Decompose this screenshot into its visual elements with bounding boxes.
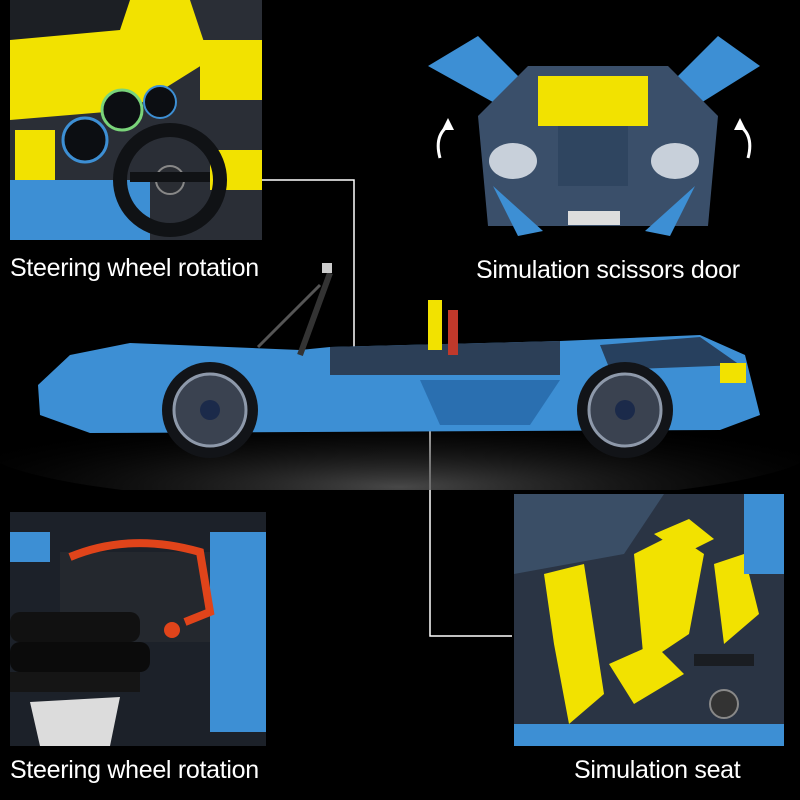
detail-panel-steering-wheel (10, 0, 262, 240)
detail-panel-seat (514, 494, 784, 746)
seat-photo (514, 494, 784, 746)
detail-panel-engine (10, 512, 266, 746)
car-side-view (0, 263, 800, 490)
steering-wheel-photo (10, 0, 262, 240)
caption-bottom-left: Steering wheel rotation (10, 756, 259, 784)
caption-top-left: Steering wheel rotation (10, 254, 259, 282)
caption-top-right: Simulation scissors door (476, 256, 740, 284)
engine-photo (10, 512, 266, 746)
caption-bottom-right: Simulation seat (574, 756, 741, 784)
scissors-door-photo (418, 26, 770, 252)
detail-panel-scissors-door (418, 26, 770, 252)
